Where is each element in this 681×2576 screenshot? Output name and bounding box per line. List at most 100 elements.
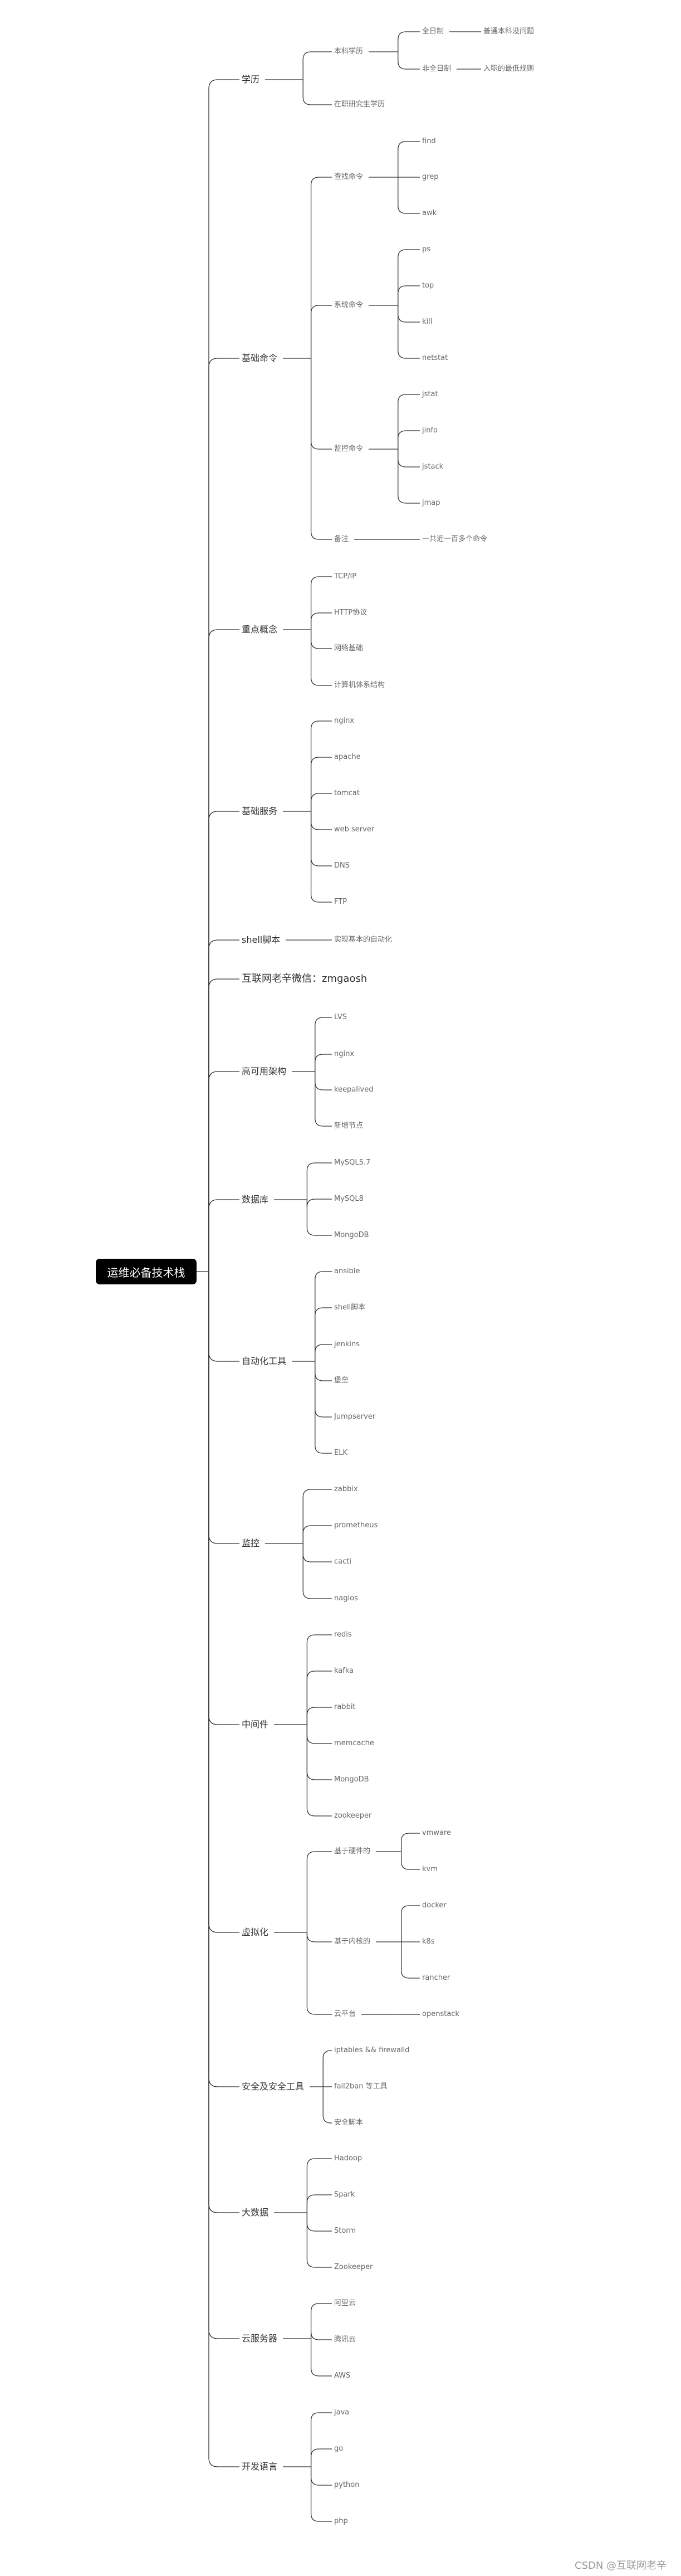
- branch-10-item-0-redis[interactable]: redis: [334, 1630, 352, 1639]
- branch-8-item-0-ansible[interactable]: ansible: [334, 1267, 360, 1275]
- branch-10-item-2-rabbit[interactable]: rabbit: [334, 1703, 356, 1711]
- branch-10-item-4-mongodb[interactable]: MongoDB: [334, 1775, 369, 1784]
- branch-1-item-2-sub-2-jstack[interactable]: jstack: [422, 462, 444, 471]
- branch-6-item-0-lvs[interactable]: LVS: [334, 1013, 347, 1021]
- branch-11-item-2-node[interactable]: 云平台: [334, 2010, 356, 2018]
- branch-11-item-0-node[interactable]: 基于硬件的: [334, 1847, 371, 1856]
- branch-10-item-3-memcache[interactable]: memcache: [334, 1739, 374, 1747]
- branch-11-item-1-sub-0-docker[interactable]: docker: [422, 1901, 447, 1910]
- branch-4-item-0-node[interactable]: 实现基本的自动化: [334, 936, 393, 944]
- branch-8-label[interactable]: 自动化工具: [242, 1356, 287, 1366]
- branch-1-item-3-node[interactable]: 备注: [334, 535, 349, 543]
- branch-3-item-3-web-server[interactable]: web server: [334, 825, 375, 834]
- branch-8-item-1-shell[interactable]: shell脚本: [334, 1303, 366, 1312]
- branch-12-item-2-node[interactable]: 安全脚本: [334, 2119, 364, 2127]
- branch-6-item-3-node[interactable]: 新增节点: [334, 1122, 364, 1130]
- branch-10-item-5-zookeeper[interactable]: zookeeper: [334, 1812, 372, 1820]
- branch-0-item-0-sub-0-leaf-0[interactable]: 普通本科没问题: [483, 27, 535, 36]
- branch-12-label[interactable]: 安全及安全工具: [242, 2081, 305, 2092]
- branch-14-item-2-aws[interactable]: AWS: [334, 2372, 351, 2380]
- branch-8-item-2-jenkins[interactable]: jenkins: [334, 1340, 360, 1348]
- branch-9-item-1-prometheus[interactable]: prometheus: [334, 1521, 378, 1530]
- trunk-link-5: [208, 978, 239, 1272]
- branch-2-item-1-http[interactable]: HTTP协议: [334, 608, 368, 617]
- branch-9-item-0-zabbix[interactable]: zabbix: [334, 1485, 358, 1493]
- branch-12-item-0-iptables-firewalld[interactable]: iptables && firewalld: [334, 2046, 410, 2054]
- branch-8-item-4-jumpserver[interactable]: Jumpserver: [334, 1413, 376, 1421]
- branch-9-item-2-cacti[interactable]: cacti: [334, 1557, 351, 1566]
- branch-1-label[interactable]: 基础命令: [242, 353, 278, 363]
- branch-10-item-1-kafka[interactable]: kafka: [334, 1667, 354, 1675]
- branch-11-item-0-sub-1-kvm[interactable]: kvm: [422, 1865, 438, 1873]
- branch-2-item-0-tcp-ip[interactable]: TCP/IP: [334, 572, 357, 581]
- branch-14-item-1-node[interactable]: 腾讯云: [334, 2335, 356, 2344]
- branch-8-item-5-elk[interactable]: ELK: [334, 1449, 347, 1457]
- branch-1-item-1-sub-1-top[interactable]: top: [422, 281, 434, 290]
- branch-6-item-2-keepalived[interactable]: keepalived: [334, 1085, 374, 1094]
- branch-2-label[interactable]: 重点概念: [242, 624, 278, 635]
- branch-14-label[interactable]: 云服务器: [242, 2333, 278, 2344]
- branch-0-item-0-sub-1-leaf-0[interactable]: 入职的最低规则: [483, 65, 535, 73]
- branch-0-item-0-sub-0-node[interactable]: 全日制: [422, 27, 444, 36]
- branch-1-item-2-sub-1-jinfo[interactable]: jinfo: [422, 426, 438, 435]
- branch-11-item-1-sub-1-k8s[interactable]: k8s: [422, 1937, 435, 1946]
- branch-3-item-5-ftp[interactable]: FTP: [334, 898, 347, 906]
- branch-1-item-0-node[interactable]: 查找命令: [334, 173, 364, 181]
- branch-1-item-2-sub-0-jstat[interactable]: jstat: [422, 390, 438, 398]
- branch-0-item-0-node[interactable]: 本科学历: [334, 47, 364, 56]
- branch-4-label[interactable]: shell脚本: [242, 934, 281, 945]
- root-node[interactable]: 运维必备技术栈: [96, 1259, 197, 1284]
- branch-11-item-0-sub-0-vmware[interactable]: vmware: [422, 1829, 452, 1837]
- branch-14-item-0-node[interactable]: 阿里云: [334, 2299, 356, 2307]
- branch-1-item-1-node[interactable]: 系统命令: [334, 301, 364, 309]
- branch-2-item-2-node[interactable]: 网络基础: [334, 644, 364, 652]
- branch-0-item-1-node[interactable]: 在职研究生学历: [334, 100, 385, 109]
- branch-15-label[interactable]: 开发语言: [242, 2461, 278, 2472]
- branch-0-label[interactable]: 学历: [242, 74, 260, 85]
- branch-8-connector-link-2: [315, 1344, 332, 1361]
- branch-5-label[interactable]: 互联网老辛微信：zmgaosh: [242, 973, 368, 985]
- branch-1-item-1-sub-0-ps[interactable]: ps: [422, 245, 431, 254]
- branch-6-label[interactable]: 高可用架构: [242, 1066, 287, 1077]
- branch-13-label[interactable]: 大数据: [242, 2207, 269, 2218]
- branch-1-item-2-node[interactable]: 监控命令: [334, 445, 364, 453]
- branch-9-label[interactable]: 监控: [242, 1538, 260, 1548]
- branch-1-item-0-sub-1-grep[interactable]: grep: [422, 173, 439, 181]
- branch-13-item-0-hadoop[interactable]: Hadoop: [334, 2154, 362, 2163]
- branch-3-label[interactable]: 基础服务: [242, 806, 278, 816]
- branch-9-item-3-nagios[interactable]: nagios: [334, 1594, 358, 1603]
- branch-15-item-3-php[interactable]: php: [334, 2517, 348, 2525]
- branch-3-item-0-nginx[interactable]: nginx: [334, 717, 355, 725]
- branch-6-item-1-nginx[interactable]: nginx: [334, 1050, 355, 1058]
- branch-1-item-1-sub-2-kill[interactable]: kill: [422, 318, 433, 326]
- branch-7-item-1-mysql8[interactable]: MySQL8: [334, 1195, 364, 1203]
- branch-2-item-3-node[interactable]: 计算机体系结构: [334, 681, 385, 689]
- branch-3-item-1-apache[interactable]: apache: [334, 753, 361, 761]
- branch-13-item-3-zookeeper[interactable]: Zookeeper: [334, 2263, 373, 2271]
- branch-11-label[interactable]: 虚拟化: [242, 1927, 269, 1937]
- branch-8-item-3-node[interactable]: 堡垒: [334, 1376, 349, 1385]
- branch-0-item-0-sub-1-node[interactable]: 非全日制: [422, 65, 452, 73]
- branch-11-item-1-node[interactable]: 基于内核的: [334, 1937, 371, 1946]
- branch-1-item-3-sub-0-node[interactable]: 一共近一百多个命令: [422, 535, 488, 543]
- branch-11-item-2-sub-0-openstack[interactable]: openstack: [422, 2010, 459, 2018]
- branch-7-item-2-mongodb[interactable]: MongoDB: [334, 1231, 369, 1239]
- branch-11-item-1-sub-2-rancher[interactable]: rancher: [422, 1974, 450, 1982]
- branch-1-connector-link-1: [310, 305, 332, 358]
- branch-1-item-0-sub-0-find[interactable]: find: [422, 137, 436, 145]
- branch-15-item-1-go[interactable]: go: [334, 2444, 344, 2453]
- branch-7-item-0-mysql5-7[interactable]: MySQL5.7: [334, 1158, 371, 1167]
- branch-15-item-2-python[interactable]: python: [334, 2481, 360, 2489]
- branch-3-item-4-dns[interactable]: DNS: [334, 861, 350, 870]
- branch-7-label[interactable]: 数据库: [242, 1194, 269, 1205]
- branch-1-item-0-sub-2-awk[interactable]: awk: [422, 209, 437, 217]
- branch-3-item-2-tomcat[interactable]: tomcat: [334, 789, 360, 797]
- branch-15-item-0-java[interactable]: java: [334, 2408, 350, 2417]
- branch-1-connector-link-0: [310, 177, 332, 358]
- branch-12-item-1-fail2ban[interactable]: fail2ban 等工具: [334, 2082, 388, 2091]
- branch-13-item-2-storm[interactable]: Storm: [334, 2227, 356, 2235]
- branch-1-item-1-sub-3-netstat[interactable]: netstat: [422, 354, 448, 362]
- branch-10-label[interactable]: 中间件: [242, 1719, 269, 1730]
- branch-1-item-2-sub-3-jmap[interactable]: jmap: [422, 499, 440, 507]
- branch-13-item-1-spark[interactable]: Spark: [334, 2190, 355, 2199]
